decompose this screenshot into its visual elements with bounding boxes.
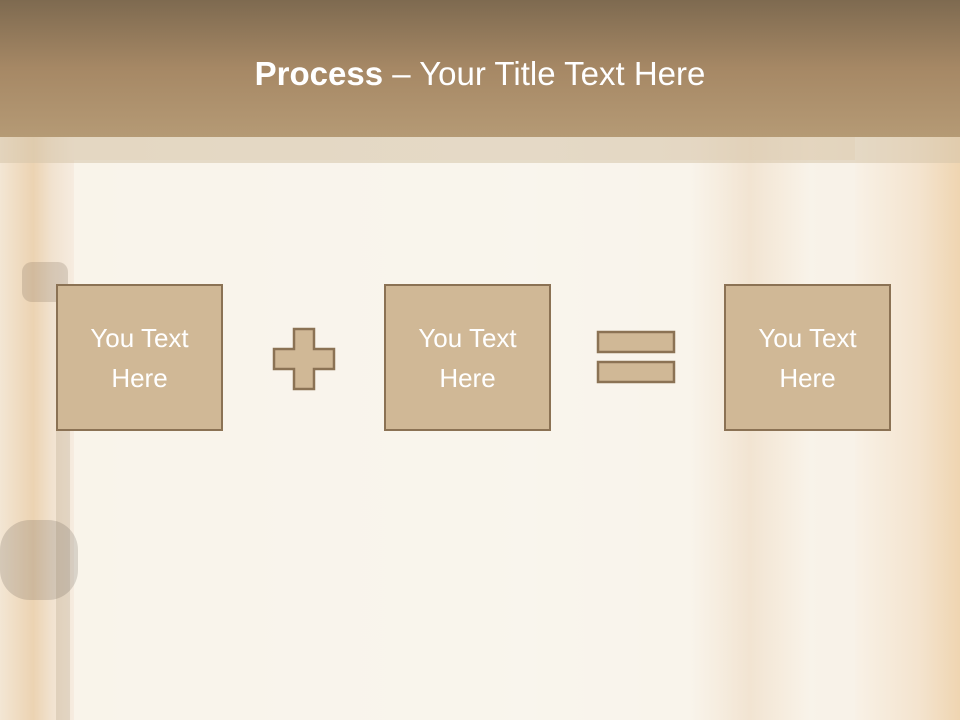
title-header: Process – Your Title Text Here bbox=[0, 0, 960, 137]
title-rest: – Your Title Text Here bbox=[383, 55, 706, 92]
plus-icon bbox=[272, 327, 336, 391]
process-box-1-text: You Text Here bbox=[90, 322, 189, 393]
process-box-3-text: You Text Here bbox=[758, 322, 857, 393]
process-box-1: You Text Here bbox=[56, 284, 223, 431]
title-bold: Process bbox=[254, 55, 384, 92]
slide-title: Process – Your Title Text Here bbox=[0, 52, 960, 96]
process-box-2: You Text Here bbox=[384, 284, 551, 431]
process-box-2-text: You Text Here bbox=[418, 322, 517, 393]
background-door-knob bbox=[0, 520, 78, 600]
background-rod bbox=[56, 430, 70, 720]
header-band bbox=[0, 137, 960, 163]
process-box-3: You Text Here bbox=[724, 284, 891, 431]
equals-icon bbox=[596, 330, 676, 384]
